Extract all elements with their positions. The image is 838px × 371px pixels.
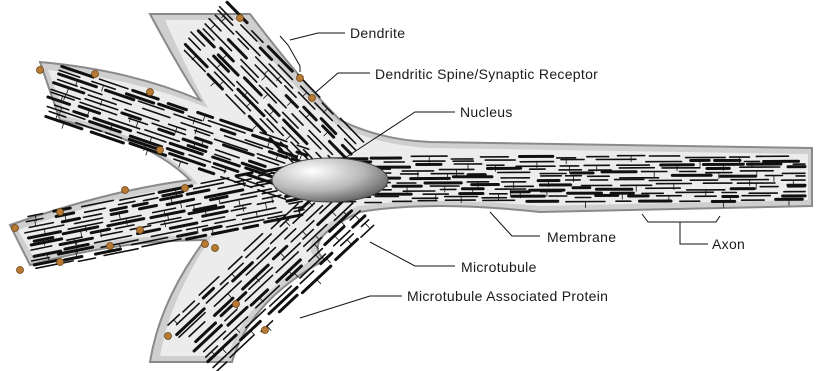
nucleus-shape [272,158,388,202]
receptor-dot [57,259,64,266]
receptor-dot [212,245,219,252]
receptor-dot [237,15,244,22]
label-microtubule: Microtubule [461,259,537,275]
label-dendrite: Dendrite [350,25,405,41]
receptor-dot [182,185,189,192]
receptor-dot [17,267,24,274]
receptor-dot [297,75,304,82]
receptor-dot [262,327,269,334]
receptor-dot [147,89,154,96]
receptor-dot [37,67,44,74]
label-microtubule-associated-protein: Microtubule Associated Protein [407,288,608,304]
receptor-dot [157,147,164,154]
receptor-dot [57,209,64,216]
label-dendritic-spine: Dendritic Spine/Synaptic Receptor [375,66,598,82]
label-axon: Axon [712,236,745,252]
receptor-dot [137,227,144,234]
receptor-dot [92,71,99,78]
receptor-dot [309,95,316,102]
receptor-dot [165,333,172,340]
receptor-dot [107,243,114,250]
label-nucleus: Nucleus [460,104,513,120]
receptor-dot [233,301,240,308]
receptor-dot [122,187,129,194]
receptor-dot [12,225,19,232]
label-membrane: Membrane [547,229,616,245]
receptor-dot [202,241,209,248]
